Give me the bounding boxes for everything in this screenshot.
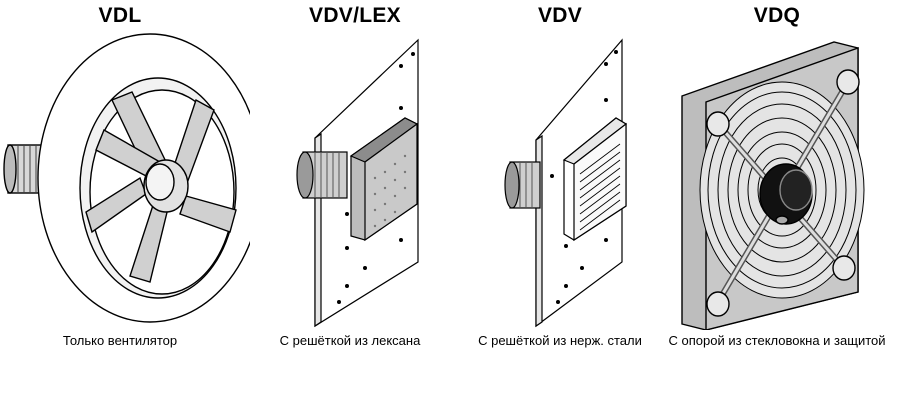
product-vdv: VDV xyxy=(470,0,650,407)
fan-vdq-illustration xyxy=(681,41,865,330)
product-vdv-lex: VDV/LEX xyxy=(255,0,445,407)
product-vdl: VDL xyxy=(0,0,250,407)
product-caption: С решёткой из лексана xyxy=(279,333,421,348)
product-caption: Только вентилятор xyxy=(62,333,178,348)
product-caption: С опорой из стекловокна и защитой xyxy=(668,333,886,348)
product-vdq: VDQ xyxy=(652,0,902,407)
fan-vdv-illustration xyxy=(504,38,628,328)
product-title: VDV/LEX xyxy=(309,4,401,27)
product-title: VDV xyxy=(537,4,583,27)
fan-vdl-illustration xyxy=(3,33,250,323)
fan-vdv-lex-illustration xyxy=(296,38,419,328)
product-caption: С решёткой из нерж. стали xyxy=(478,333,642,348)
product-title: VDQ xyxy=(753,4,801,27)
product-title: VDL xyxy=(98,4,142,27)
